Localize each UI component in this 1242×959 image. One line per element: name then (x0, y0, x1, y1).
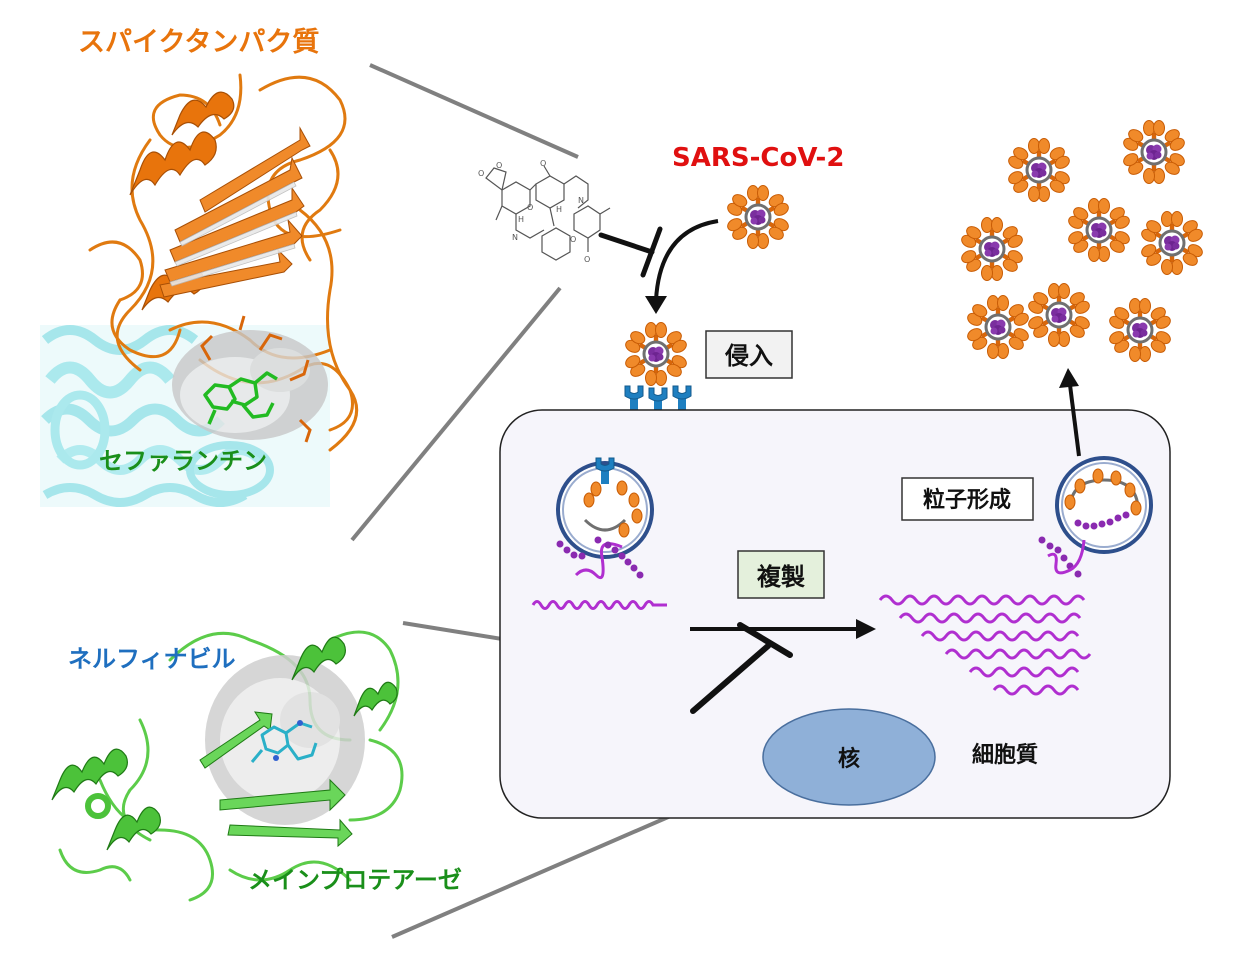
cepharanthine-o-1: O (478, 169, 484, 178)
cepharanthine-molecule (485, 165, 611, 261)
nucleus (762, 708, 936, 806)
cepharanthine-o-5: O (584, 255, 590, 264)
replication-label: 複製 (757, 563, 805, 591)
released-rna (556, 536, 644, 580)
main-protease-label: メインプロテアーゼ (248, 866, 462, 894)
entry-arrow (645, 219, 719, 314)
nucleus-label: 核 (838, 746, 860, 772)
cepharanthine-o-3: O (527, 203, 533, 212)
cepharanthine-n-1: N (578, 196, 584, 205)
cepharanthine-label: セファランチン (99, 447, 267, 475)
nelfinavir-inhibition (690, 622, 793, 714)
endosome-left (556, 457, 654, 559)
release-arrow (1059, 368, 1081, 457)
nelfinavir-label: ネルフィナビル (68, 645, 236, 673)
spike-protein-label: スパイクタンパク質 (78, 27, 319, 58)
entry-label: 侵入 (724, 342, 773, 370)
released-virions (959, 121, 1204, 362)
cepharanthine-o-6: O (540, 159, 546, 168)
replicated-rna (878, 594, 1092, 696)
entry-box (705, 330, 793, 379)
cepharanthine-o-4: O (570, 235, 576, 244)
cepharanthine-h-1: H (556, 205, 562, 214)
main-protease-structure (51, 630, 404, 902)
replication-arrow (690, 619, 876, 639)
particle-formation-label: 粒子形成 (923, 487, 1011, 513)
cepharanthine-h-2: H (518, 215, 524, 224)
cepharanthine-o-2: O (496, 161, 502, 170)
free-virion (725, 186, 790, 249)
genomic-rna (531, 600, 667, 610)
particle-formation-box (901, 477, 1034, 521)
attaching-virion (623, 323, 688, 386)
cepharanthine-inhibition (598, 226, 663, 278)
spike-protein-structure (40, 73, 359, 507)
cepharanthine-n-2: N (512, 233, 518, 242)
replication-box (737, 550, 825, 599)
budding-vesicle (1038, 456, 1153, 578)
cytoplasm-label: 細胞質 (972, 742, 1038, 768)
virus-name-label: SARS-CoV-2 (672, 143, 844, 173)
